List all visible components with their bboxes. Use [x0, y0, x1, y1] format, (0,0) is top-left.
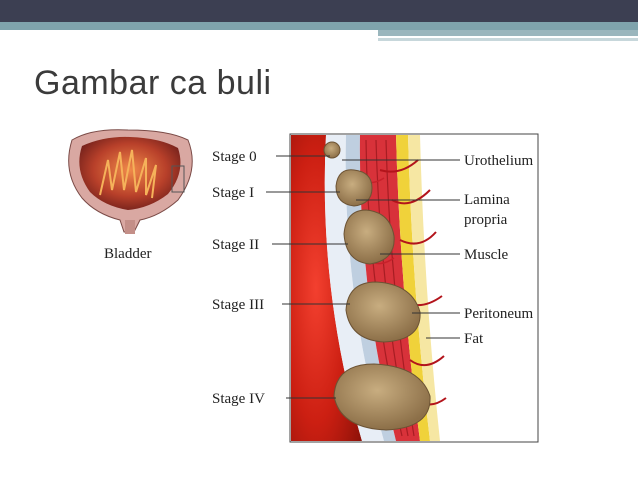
slide-title: Gambar ca buli	[34, 64, 272, 102]
layer-label-urothelium: Urothelium	[464, 153, 533, 169]
stage-label-1: Stage I	[212, 185, 254, 201]
stage-label-4: Stage IV	[212, 391, 265, 407]
slide-accent-line	[378, 38, 638, 41]
slide-accent-strip	[378, 30, 638, 36]
tumor-stage-0	[323, 141, 341, 159]
tumor-stage-1	[335, 169, 373, 207]
tumor-stage-2	[343, 209, 395, 265]
layer-label-lamina-propria-line2: propria	[464, 212, 508, 228]
bladder-illustration	[68, 129, 193, 234]
tumor-stage-4	[333, 363, 431, 431]
layer-label-fat: Fat	[464, 331, 484, 347]
slide-accent-band	[0, 22, 638, 30]
stage-label-2: Stage II	[212, 237, 259, 253]
bladder-label: Bladder	[104, 246, 151, 262]
stage-label-3: Stage III	[212, 297, 264, 313]
layer-label-lamina-propria: Lamina propria	[464, 192, 514, 228]
layer-label-muscle: Muscle	[464, 247, 509, 263]
layer-label-peritoneum: Peritoneum	[464, 306, 533, 322]
slide-top-bar	[0, 0, 638, 22]
stage-label-0: Stage 0	[212, 149, 257, 165]
layer-label-lamina-propria-text: Lamina	[464, 192, 510, 208]
tumor-stage-3	[345, 281, 421, 343]
